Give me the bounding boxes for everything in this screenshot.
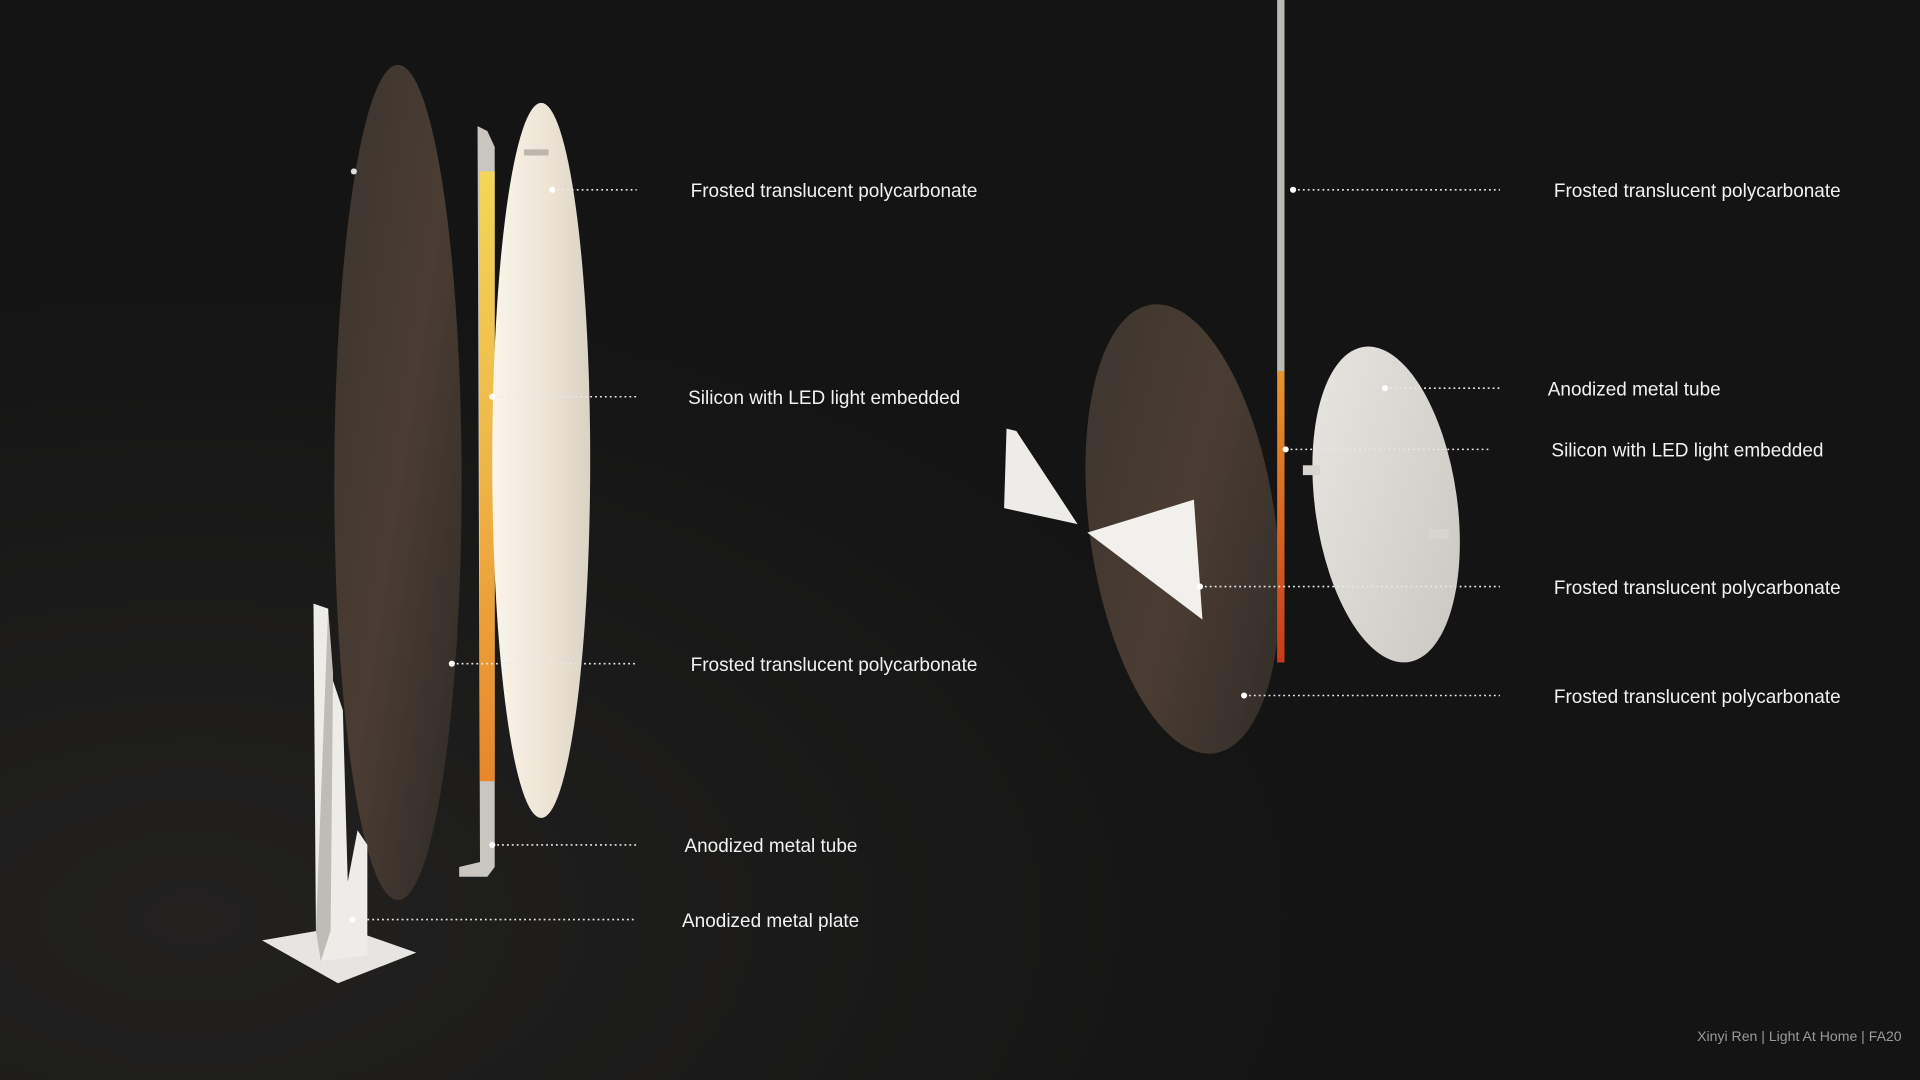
right-wedge-bracket	[1087, 499, 1203, 620]
right-wedge-mount	[1004, 428, 1078, 525]
right-led-strip	[1277, 371, 1285, 663]
right-callouts: Frosted translucent polycarbonate Anodiz…	[1196, 181, 1841, 708]
right-metal-tube	[1277, 0, 1285, 374]
callout-label: Frosted translucent polycarbonate	[1554, 181, 1841, 202]
callout-right-metal-tube: Anodized metal tube	[1381, 380, 1721, 401]
left-callouts: Frosted translucent polycarbonate Silico…	[349, 181, 978, 932]
callout-right-led-silicon: Silicon with LED light embedded	[1282, 441, 1823, 462]
callout-left-back-polycarbonate: Frosted translucent polycarbonate	[448, 655, 978, 676]
callout-right-back-polycarbonate: Frosted translucent polycarbonate	[1241, 687, 1841, 708]
callout-right-top-polycarbonate: Frosted translucent polycarbonate	[1290, 181, 1841, 202]
callout-label: Anodized metal tube	[684, 836, 857, 857]
credit-text: Xinyi Ren | Light At Home | FA20	[1697, 1028, 1902, 1044]
left-lamp-model	[262, 64, 591, 984]
right-lamp-model	[1004, 0, 1460, 754]
right-front-diffuser-disc	[1312, 346, 1460, 663]
callout-right-mid-polycarbonate: Frosted translucent polycarbonate	[1196, 578, 1841, 599]
callout-left-metal-plate: Anodized metal plate	[349, 911, 859, 932]
callout-left-front-polycarbonate: Frosted translucent polycarbonate	[549, 181, 977, 202]
callout-label: Anodized metal plate	[682, 911, 859, 932]
callout-label: Silicon with LED light embedded	[688, 388, 960, 409]
left-back-diffuser-disc	[334, 64, 462, 901]
callout-label: Frosted translucent polycarbonate	[691, 181, 978, 202]
callout-label: Silicon with LED light embedded	[1551, 441, 1823, 462]
callout-label: Frosted translucent polycarbonate	[1554, 687, 1841, 708]
callout-label: Anodized metal tube	[1548, 380, 1721, 401]
callout-label: Frosted translucent polycarbonate	[691, 655, 978, 676]
callout-left-metal-tube: Anodized metal tube	[489, 836, 857, 857]
callout-label: Frosted translucent polycarbonate	[1554, 578, 1841, 599]
left-metal-plate-stand	[262, 603, 417, 984]
left-led-strip	[480, 171, 495, 782]
left-front-diffuser-disc	[492, 102, 591, 818]
callout-left-led-silicon: Silicon with LED light embedded	[489, 388, 960, 409]
